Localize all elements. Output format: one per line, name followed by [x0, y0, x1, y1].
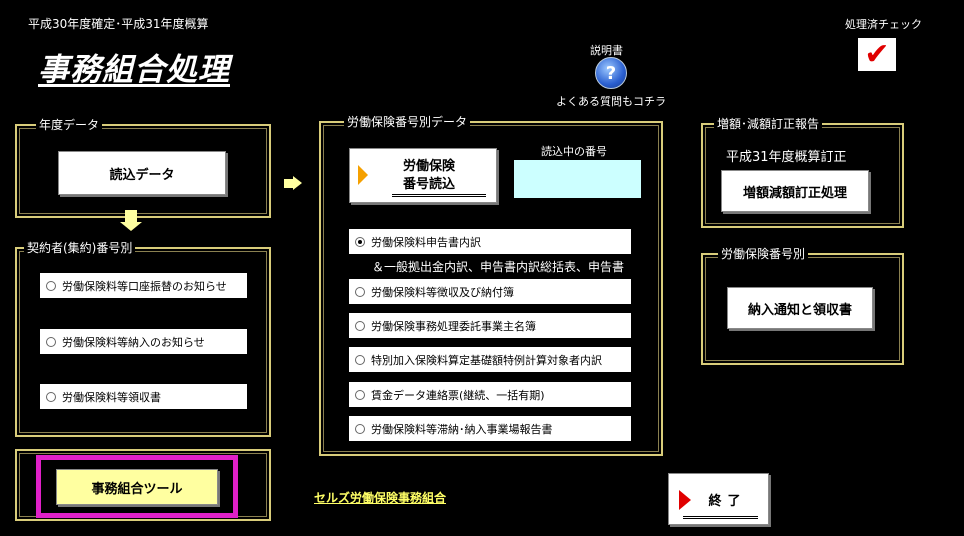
contract-option-2[interactable]: 労働保険料等納入のお知らせ — [40, 329, 247, 354]
radio-icon[interactable] — [355, 354, 365, 365]
insurance-option-5-label: 賃金データ連絡票(継続、一括有期) — [371, 388, 545, 402]
current-number-field — [514, 160, 641, 198]
insurance-option-3-label: 労働保険事務処理委託事業主名簿 — [371, 319, 536, 333]
contract-option-1[interactable]: 労働保険料等口座振替のお知らせ — [40, 273, 247, 298]
insurance-option-4[interactable]: 特別加入保険料算定基礎額特例計算対象者内訳 — [349, 347, 631, 372]
tool-highlight — [36, 455, 238, 518]
load-data-button[interactable]: 読込データ — [58, 151, 226, 195]
insurance-data-frame — [319, 121, 663, 456]
insurance-option-2[interactable]: 労働保険料等徴収及び納付簿 — [349, 279, 631, 304]
payment-notice-button[interactable]: 納入通知と領収書 — [727, 287, 873, 329]
insurance-option-4-label: 特別加入保険料算定基礎額特例計算対象者内訳 — [371, 353, 602, 367]
current-number-label: 読込中の番号 — [541, 145, 607, 158]
contract-option-1-label: 労働保険料等口座振替のお知らせ — [62, 279, 227, 293]
radio-icon[interactable] — [355, 320, 365, 331]
contract-frame — [15, 247, 271, 437]
page-title: 事務組合処理 — [38, 52, 230, 88]
radio-icon[interactable] — [46, 280, 56, 291]
down-arrow-icon — [125, 210, 137, 222]
year-subtitle: 平成30年度確定･平成31年度概算 — [28, 17, 209, 31]
insurance-option-1-label: 労働保険料申告書内訳 — [371, 235, 481, 249]
tool-button[interactable]: 事務組合ツール — [56, 469, 218, 505]
contract-label: 契約者(集約)番号別 — [24, 239, 136, 256]
radio-icon[interactable] — [355, 389, 365, 400]
correction-label: 増額･減額訂正報告 — [714, 115, 823, 132]
correction-sub: 平成31年度概算訂正 — [726, 150, 847, 165]
radio-icon[interactable] — [46, 391, 56, 402]
correction-button[interactable]: 増額減額訂正処理 — [721, 170, 869, 212]
year-data-label: 年度データ — [36, 116, 103, 133]
insurance-option-6-label: 労働保険料等滞納･納入事業場報告書 — [371, 422, 553, 436]
insurance-option-1-sub: ＆一般拠出金内訳、申告書内訳総括表、申告書 — [372, 260, 625, 274]
insurance-number-label: 労働保険番号別 — [718, 245, 809, 262]
help-label: 説明書 — [590, 44, 623, 57]
insurance-load-line1: 労働保険 — [402, 158, 455, 174]
exit-button-label: 終了 — [708, 493, 747, 509]
radio-icon[interactable] — [46, 336, 56, 347]
exit-button[interactable]: 終了 — [668, 473, 769, 525]
insurance-option-2-label: 労働保険料等徴収及び納付簿 — [371, 285, 514, 299]
orange-arrow-icon — [358, 165, 368, 185]
faq-link[interactable]: よくある質問もコチラ — [556, 95, 666, 108]
insurance-data-label: 労働保険番号別データ — [344, 113, 471, 130]
contract-option-3-label: 労働保険料等領収書 — [62, 390, 161, 404]
help-icon[interactable]: ? — [595, 57, 627, 89]
insurance-option-3[interactable]: 労働保険事務処理委託事業主名簿 — [349, 313, 631, 338]
association-link[interactable]: セルズ労働保険事務組合 — [314, 491, 447, 505]
insurance-load-button[interactable]: 労働保険 番号読込 — [349, 148, 497, 203]
red-arrow-icon — [679, 490, 691, 510]
insurance-load-line2: 番号読込 — [402, 176, 455, 192]
right-arrow-icon — [284, 176, 302, 190]
radio-selected-icon[interactable] — [355, 236, 365, 247]
insurance-option-1[interactable]: 労働保険料申告書内訳 — [349, 229, 631, 254]
processed-check-label: 処理済チェック — [845, 18, 922, 31]
radio-icon[interactable] — [355, 423, 365, 434]
insurance-option-5[interactable]: 賃金データ連絡票(継続、一括有期) — [349, 382, 631, 407]
down-arrow-head-icon — [120, 222, 142, 231]
insurance-option-6[interactable]: 労働保険料等滞納･納入事業場報告書 — [349, 416, 631, 441]
radio-icon[interactable] — [355, 286, 365, 297]
button-underline — [392, 194, 486, 197]
contract-option-2-label: 労働保険料等納入のお知らせ — [62, 335, 205, 349]
contract-option-3[interactable]: 労働保険料等領収書 — [40, 384, 247, 409]
year-data-frame — [15, 124, 271, 218]
button-underline — [683, 516, 758, 519]
processed-checkbox[interactable]: ✔ — [858, 37, 896, 72]
